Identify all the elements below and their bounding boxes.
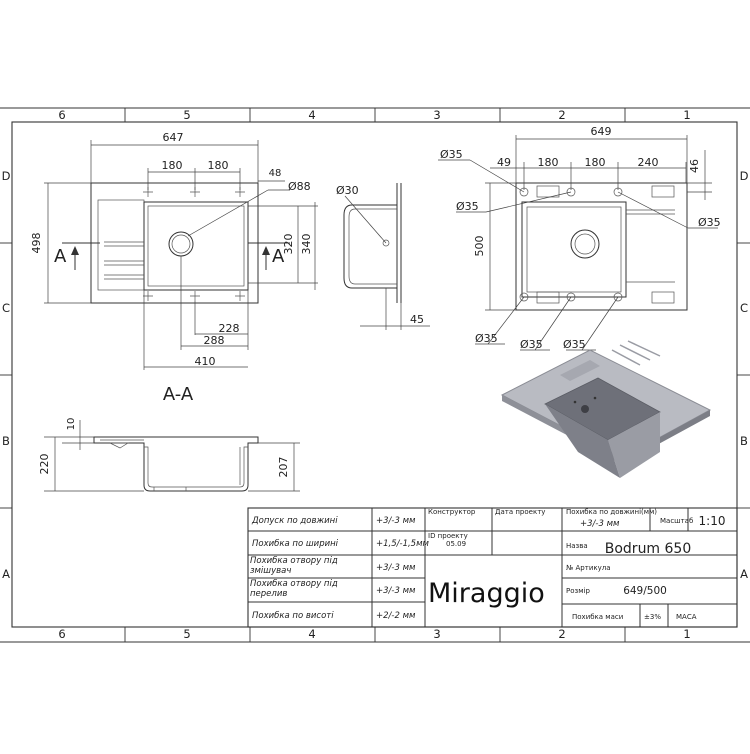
row-label-c-right: C (740, 301, 748, 315)
mass-error-value: ±3% (644, 613, 661, 621)
name-value: Bodrum 650 (605, 541, 692, 557)
dim-hole-5: Ø35 (520, 338, 543, 351)
col-label-2-bottom: 2 (558, 627, 565, 641)
dim-bottom-height: 500 (473, 236, 486, 257)
dim-hole-6: Ø35 (563, 338, 586, 351)
project-id-label: ID проекту (428, 532, 468, 540)
dim-top-hole: Ø88 (288, 180, 311, 193)
title-block: Допуск по довжині +3/-3 мм Похибка по ши… (247, 507, 738, 628)
clip-2 (651, 185, 675, 198)
scale-value: 1:10 (699, 514, 726, 528)
dim-hole-3: Ø35 (698, 216, 721, 229)
dim-288: 288 (204, 334, 225, 347)
date-label: Дата проекту (495, 508, 545, 516)
col-label-4-bottom: 4 (308, 627, 315, 641)
dim-bowl-height-2: 340 (300, 234, 313, 255)
tol-row-5-label: Похибка по висоті (252, 611, 334, 621)
top-view: 647 180 180 48 Ø88 498 320 340 A A (30, 131, 318, 370)
dim-top-offset: 48 (269, 168, 282, 179)
sink-3d-render (500, 340, 712, 478)
dim-section-207: 207 (277, 457, 290, 478)
constructor-label: Конструктор (428, 508, 476, 516)
dim-side-hole: Ø30 (336, 184, 359, 197)
dim-bottom-180b: 180 (585, 156, 606, 169)
dim-hole-4: Ø35 (475, 332, 498, 345)
dim-bottom-180a: 180 (538, 156, 559, 169)
size-label: Розмір (566, 587, 590, 595)
article-label: № Артикула (566, 564, 611, 572)
dim-top-spacing-left: 180 (162, 159, 183, 172)
bottom-view: 649 49 180 180 240 46 500 Ø35 Ø35 Ø35 Ø3… (438, 125, 721, 351)
dim-bowl-height-1: 320 (282, 234, 295, 255)
row-label-c-left: C (2, 301, 10, 315)
dim-hole-2: Ø35 (456, 200, 479, 213)
tol-row-2-label: Похибка по ширині (252, 539, 339, 549)
col-label-3-top: 3 (433, 108, 440, 122)
overflow-hole (382, 239, 390, 247)
scale-label: Масштаб (660, 517, 693, 525)
col-label-5-bottom: 5 (183, 627, 190, 641)
col-label-3-bottom: 3 (433, 627, 440, 641)
section-title: A-A (163, 384, 194, 405)
bolt-hole-5 (566, 292, 576, 302)
dim-side-depth: 45 (410, 313, 424, 326)
clip-3 (536, 291, 560, 304)
dim-top-spacing-right: 180 (208, 159, 229, 172)
dim-bottom-46: 46 (688, 159, 701, 173)
dim-top-width: 647 (163, 131, 184, 144)
mass-label: МАСА (676, 613, 697, 621)
mass-error-label: Похибка маси (572, 613, 623, 621)
tol-row-2-value: +1,5/-1,5мм (376, 539, 430, 549)
row-label-a-right: A (740, 567, 748, 581)
col-label-4-top: 4 (308, 108, 315, 122)
col-label-6-top: 6 (58, 108, 65, 122)
dim-bottom-width: 649 (591, 125, 612, 138)
dim-410: 410 (195, 355, 216, 368)
section-marker-left: A (54, 246, 67, 267)
col-label-2-top: 2 (558, 108, 565, 122)
dim-section-220: 220 (38, 454, 51, 475)
size-value: 649/500 (623, 585, 667, 597)
dim-hole-1: Ø35 (440, 148, 463, 161)
bottom-drain-hole (570, 229, 600, 259)
name-label: Назва (566, 542, 588, 550)
length-tolerance-value: +3/-3 мм (580, 519, 620, 529)
dim-228: 228 (219, 322, 240, 335)
tol-row-1-value: +3/-3 мм (376, 516, 416, 526)
col-label-1-bottom: 1 (683, 627, 690, 641)
top-drain-hole (168, 231, 194, 257)
brand-logo-text: Miraggio (428, 578, 545, 609)
tol-row-4-value: +3/-3 мм (376, 586, 416, 596)
clip-1 (536, 185, 560, 198)
col-label-5-top: 5 (183, 108, 190, 122)
row-label-b-right: B (740, 434, 748, 448)
tol-row-5-value: +2/-2 мм (376, 611, 416, 621)
dim-bottom-240: 240 (638, 156, 659, 169)
col-label-6-bottom: 6 (58, 627, 65, 641)
section-marker-right: A (272, 246, 285, 267)
project-id-value: 05.09 (446, 540, 466, 548)
row-label-d-right: D (740, 169, 749, 183)
row-label-d-left: D (2, 169, 11, 183)
tol-row-3-value: +3/-3 мм (376, 563, 416, 573)
row-label-a-left: A (2, 567, 10, 581)
side-view: Ø30 45 (336, 183, 430, 330)
dim-bottom-49: 49 (497, 156, 511, 169)
bolt-hole-6 (613, 292, 623, 302)
row-label-b-left: B (2, 434, 10, 448)
length-tolerance-label: Похибка по довжині(мм) (566, 508, 657, 516)
dim-section-10: 10 (66, 418, 77, 431)
clip-4 (651, 291, 675, 304)
tol-row-4-label: Похибка отвору під перелив (250, 579, 338, 599)
dim-top-height: 498 (30, 233, 43, 254)
tol-row-1-label: Допуск по довжині (251, 516, 338, 526)
bolt-hole-4 (519, 292, 529, 302)
col-label-1-top: 1 (683, 108, 690, 122)
tol-row-3-label: Похибка отвору під змішувач (250, 556, 338, 576)
section-view: A-A 10 220 207 (38, 384, 300, 492)
